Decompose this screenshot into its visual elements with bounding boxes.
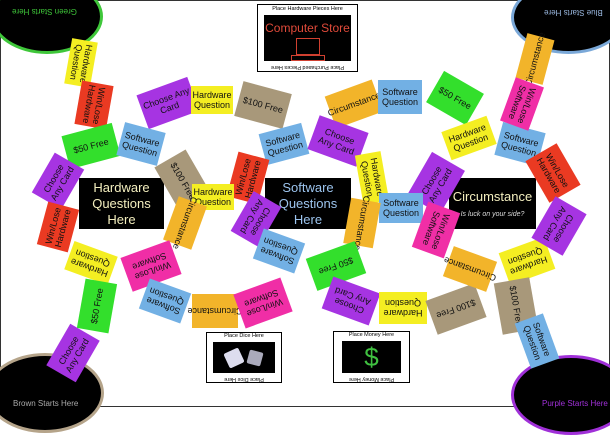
tile-winlose-sw[interactable]: Win/Lose Software	[500, 77, 544, 131]
store-bottom-caption: Place Purchased Pieces Here	[270, 64, 345, 70]
tile-software[interactable]: Software Question	[379, 193, 423, 223]
circumstance-title: Circumstance	[452, 189, 533, 204]
dice-area[interactable]: Place Dice Here Place Dice Here	[206, 332, 282, 383]
money-area[interactable]: Place Money Here $ Place Money Here	[333, 331, 410, 383]
tile-software[interactable]: Software Question	[378, 80, 422, 114]
tile-label: $50 Free	[72, 136, 110, 156]
die-icon	[223, 346, 245, 369]
tile-label: Hardware Question	[68, 43, 95, 84]
tile-label: Software Question	[382, 198, 420, 218]
tile-label: $50 Free	[317, 255, 355, 277]
tile-label: Circumstance	[170, 195, 200, 251]
tile-label: Software Question	[144, 285, 186, 317]
hardware-questions-title: Hardware Questions Here	[92, 179, 151, 227]
tile-label: Hardware Question	[447, 121, 490, 154]
tile-free50[interactable]: $50 Free	[76, 278, 118, 334]
tile-circumstance[interactable]: Circumstance	[343, 195, 381, 251]
tile-label: Hardware Question	[69, 247, 112, 280]
computer-store-area[interactable]: Place Hardware Pieces Here Computer Stor…	[257, 4, 358, 72]
tile-label: Choose Any Card	[141, 85, 191, 116]
tile-label: Hardware Question	[506, 245, 549, 278]
tile-circumstance[interactable]: Circumstance	[187, 294, 243, 328]
tile-label: Hardware Question	[192, 90, 232, 110]
tile-label: Circumstance	[523, 31, 547, 87]
tile-label: Hardware Question	[193, 187, 233, 207]
tile-free50[interactable]: $50 Free	[426, 70, 484, 126]
tile-label: Win/Lose Hardware	[43, 206, 73, 249]
tile-choose[interactable]: Choose Any Card	[321, 276, 381, 326]
tile-label: Win/Lose Software	[506, 83, 538, 126]
tile-label: Choose Any Card	[41, 162, 77, 203]
tile-free100[interactable]: $100 Free	[234, 81, 292, 129]
tile-free100[interactable]: $100 Free	[425, 283, 487, 335]
tile-label: $50 Free	[436, 84, 474, 112]
tile-label: Software Question	[521, 320, 553, 362]
store-top-caption: Place Hardware Pieces Here	[272, 6, 343, 12]
tile-label: Choose Any Card	[316, 126, 357, 157]
tile-software[interactable]: Software Question	[116, 122, 166, 166]
tile-hardware[interactable]: Hardware Question	[64, 241, 118, 285]
tile-label: $50 Free	[88, 287, 106, 325]
tile-label: Choose Any Card	[540, 204, 576, 245]
tile-software[interactable]: Software Question	[138, 278, 192, 324]
tile-label: Hardware Question	[383, 298, 423, 318]
money-top-caption: Place Money Here	[348, 332, 395, 338]
brown-start-label: Brown Starts Here	[13, 399, 79, 408]
tile-label: Software Question	[381, 87, 419, 107]
computer-icon	[290, 38, 325, 61]
dice-bottom-caption: Place Dice Here	[224, 376, 264, 382]
hardware-questions-deck[interactable]: Hardware Questions Here	[79, 178, 164, 229]
tile-winlose-hw[interactable]: Win/Lose Hardware	[74, 80, 114, 130]
circumstance-subtitle: Is luck on your side?	[460, 211, 525, 218]
tile-label: Software Question	[121, 129, 161, 159]
tile-circumstance[interactable]: Circumstance	[515, 31, 555, 87]
tile-software[interactable]: Software Question	[514, 313, 560, 369]
die-icon	[246, 348, 264, 367]
purple-start-label: Purple Starts Here	[542, 399, 608, 408]
tile-label: Circumstance	[187, 306, 243, 316]
tile-label: Circumstance	[326, 89, 382, 119]
money-bottom-caption: Place Money Here	[348, 376, 395, 382]
tile-label: Software Question	[258, 235, 300, 267]
tile-software[interactable]: Software Question	[252, 228, 306, 274]
tile-label: Win/Lose Software	[420, 209, 452, 252]
dice-top-caption: Place Dice Here	[224, 333, 264, 339]
software-questions-title: Software Questions Here	[278, 179, 338, 227]
tile-hardware[interactable]: Hardware Question	[191, 86, 233, 114]
tile-circumstance[interactable]: Circumstance	[442, 246, 498, 292]
tile-label: Choose Any Card	[332, 285, 373, 316]
tile-label: Circumstance	[442, 254, 498, 284]
green-start-label: Green Starts Here	[12, 7, 77, 16]
store-title: Computer Store	[265, 21, 350, 35]
tile-hardware[interactable]: Hardware Question	[379, 292, 427, 324]
tile-label: Software Question	[264, 129, 304, 159]
purple-start-space[interactable]: Purple Starts Here	[511, 355, 610, 435]
tile-label: Win/Lose Hardware	[80, 84, 108, 126]
tile-label: Win/Lose Hardware	[534, 151, 572, 195]
tile-winlose-sw[interactable]: Win/Lose Software	[233, 277, 293, 329]
tile-label: $100 Free	[435, 297, 477, 321]
tile-hardware[interactable]: Hardware Question	[441, 115, 497, 161]
circumstance-deck[interactable]: Circumstance Is luck on your side?	[449, 178, 536, 229]
tile-label: $100 Free	[241, 94, 285, 116]
software-questions-deck[interactable]: Software Questions Here	[265, 178, 351, 229]
tile-label: Win/Lose Software	[242, 287, 285, 319]
dollar-sign-icon: $	[364, 341, 379, 372]
blue-start-label: Blue Starts Here	[544, 8, 603, 17]
